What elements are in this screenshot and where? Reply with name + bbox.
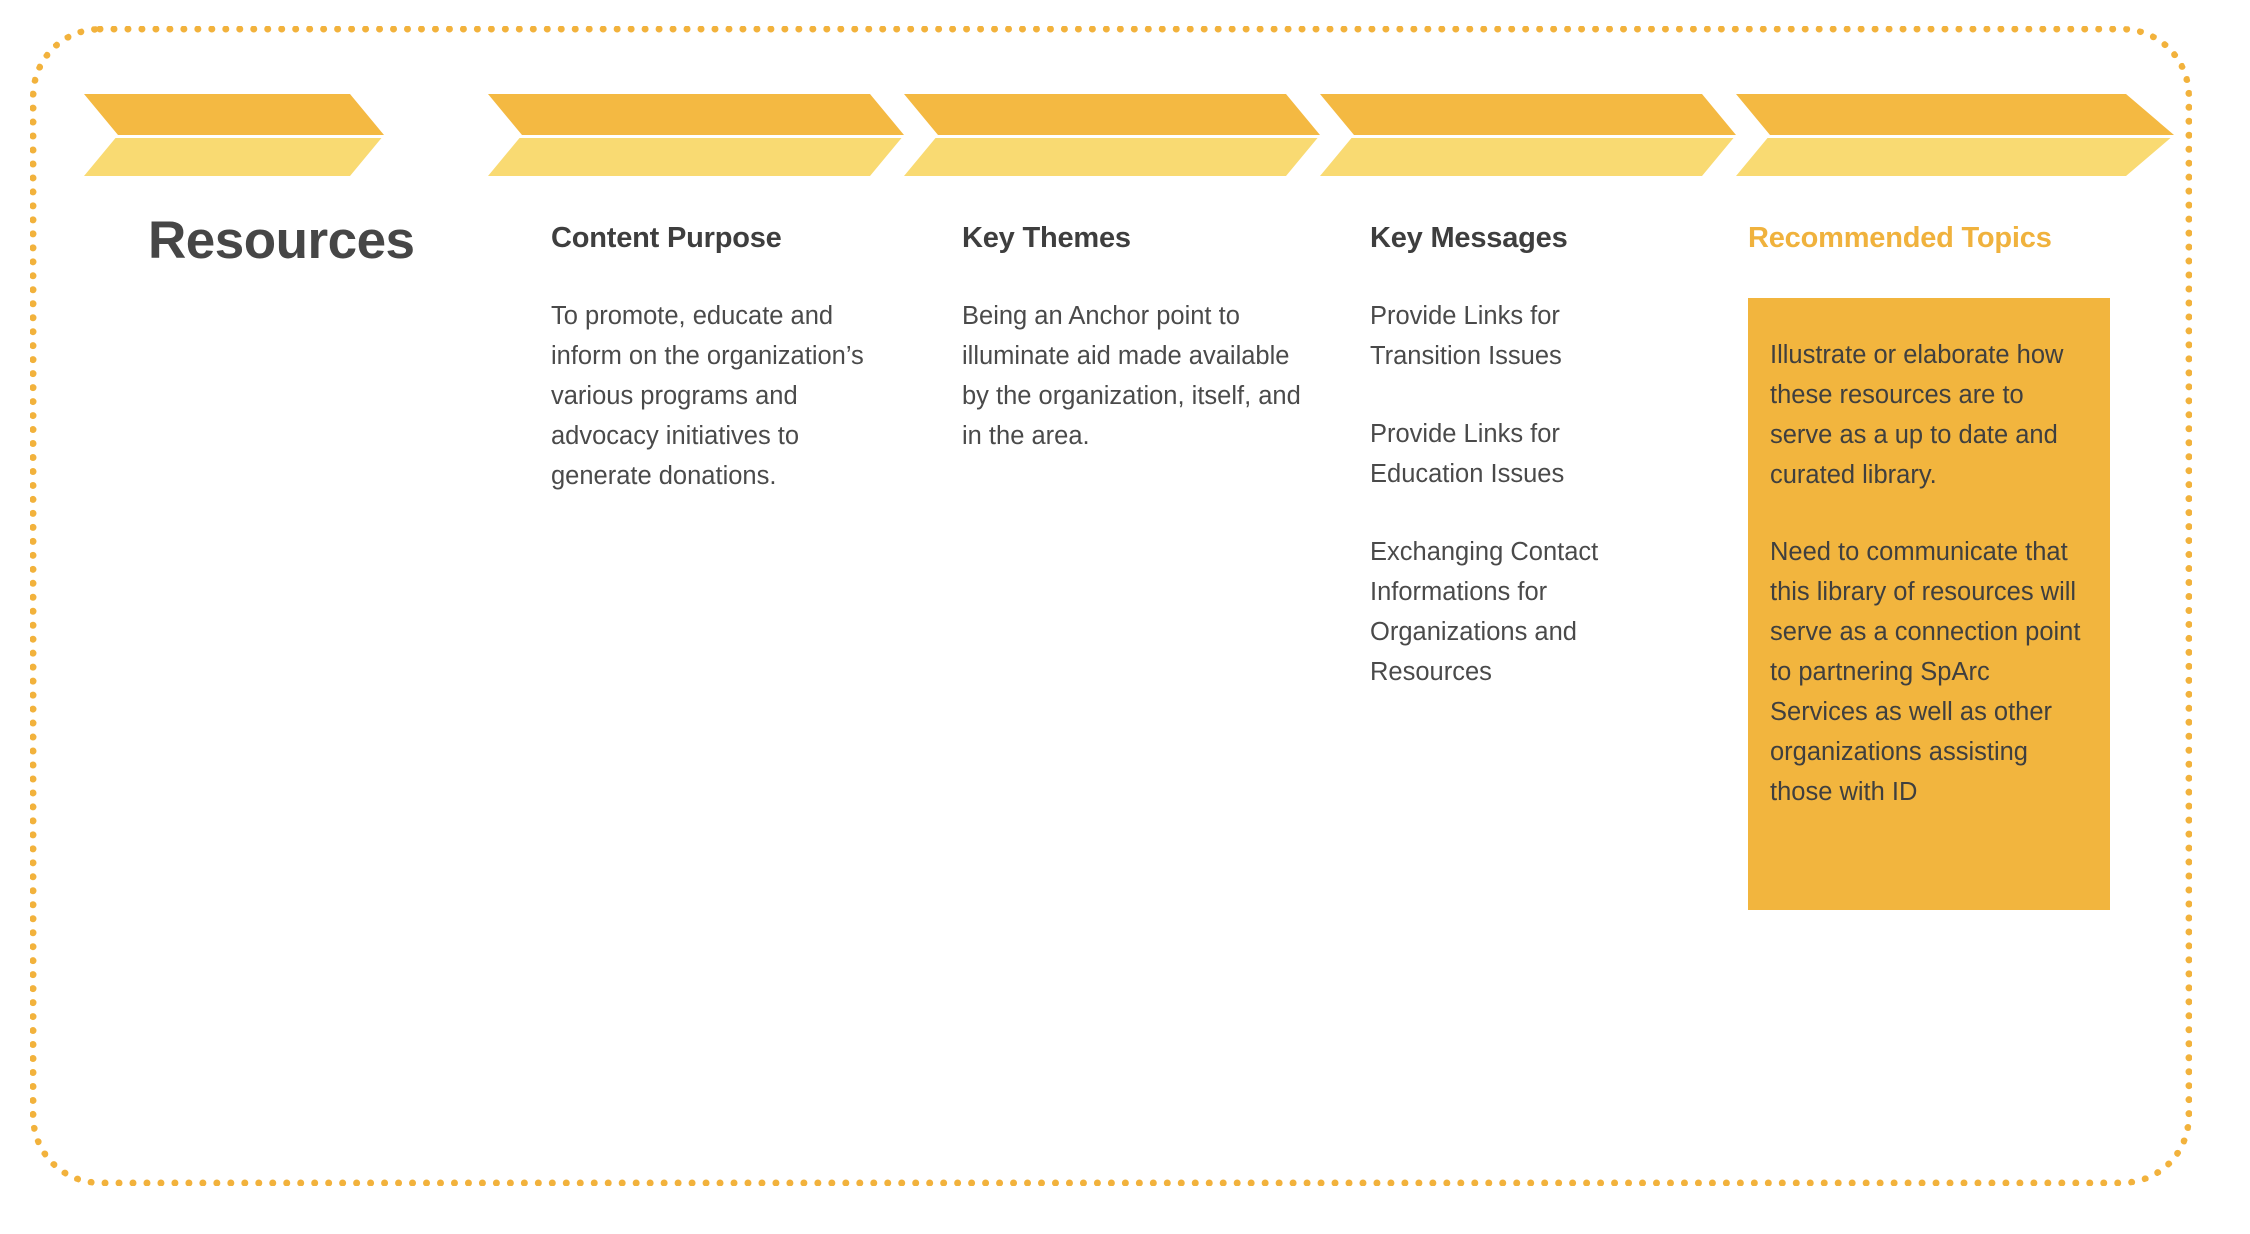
chevron-process-band bbox=[84, 94, 2174, 176]
column-heading-key-themes: Key Themes bbox=[962, 222, 1131, 254]
column-content-purpose: Content Purpose To promote, educate and … bbox=[551, 222, 891, 496]
column-body-content-purpose: To promote, educate and inform on the or… bbox=[551, 296, 891, 496]
chevron-segment-4-top bbox=[1320, 94, 1736, 135]
chevron-segment-5-bottom bbox=[1736, 138, 2174, 176]
column-recommended-topics: Recommended Topics bbox=[1748, 222, 2099, 255]
column-key-messages: Key Messages Provide Links for Transitio… bbox=[1370, 222, 1670, 692]
chevron-segment-3[interactable] bbox=[904, 94, 1320, 176]
paragraph: Provide Links for Education Issues bbox=[1370, 420, 1565, 488]
paragraph: To promote, educate and inform on the or… bbox=[551, 302, 864, 490]
chevron-segment-2[interactable] bbox=[488, 94, 904, 176]
chevron-segment-1-bottom bbox=[84, 138, 384, 176]
chevron-segment-2-top bbox=[488, 94, 904, 135]
paragraph: Provide Links for Transition Issues bbox=[1370, 302, 1562, 370]
column-heading-content-purpose: Content Purpose bbox=[551, 222, 782, 254]
chevron-segment-4-bottom bbox=[1320, 138, 1736, 176]
chevron-segment-2-bottom bbox=[488, 138, 904, 176]
column-body-key-messages: Provide Links for Transition Issues Prov… bbox=[1370, 296, 1670, 692]
column-heading-key-messages: Key Messages bbox=[1370, 222, 1568, 254]
column-key-themes: Key Themes Being an Anchor point to illu… bbox=[962, 222, 1302, 456]
recommended-topics-callout-box: Illustrate or elaborate how these resour… bbox=[1748, 298, 2110, 910]
chevron-segment-1-top bbox=[84, 94, 384, 135]
chevron-segment-3-top bbox=[904, 94, 1320, 135]
paragraph: Exchanging Contact Informations for Orga… bbox=[1370, 538, 1599, 686]
paragraph: Illustrate or elaborate how these resour… bbox=[1770, 341, 2064, 489]
chevron-segment-3-bottom bbox=[904, 138, 1320, 176]
chevron-segment-5-top bbox=[1736, 94, 2174, 135]
paragraph: Being an Anchor point to illuminate aid … bbox=[962, 302, 1301, 450]
chevron-segment-5[interactable] bbox=[1736, 94, 2174, 176]
column-heading-recommended-topics: Recommended Topics bbox=[1748, 222, 2052, 254]
paragraph: Need to communicate that this library of… bbox=[1770, 538, 2081, 806]
page-title: Resources bbox=[148, 211, 415, 270]
chevron-segment-4[interactable] bbox=[1320, 94, 1736, 176]
chevron-segment-1[interactable] bbox=[84, 94, 384, 176]
column-body-key-themes: Being an Anchor point to illuminate aid … bbox=[962, 296, 1302, 456]
